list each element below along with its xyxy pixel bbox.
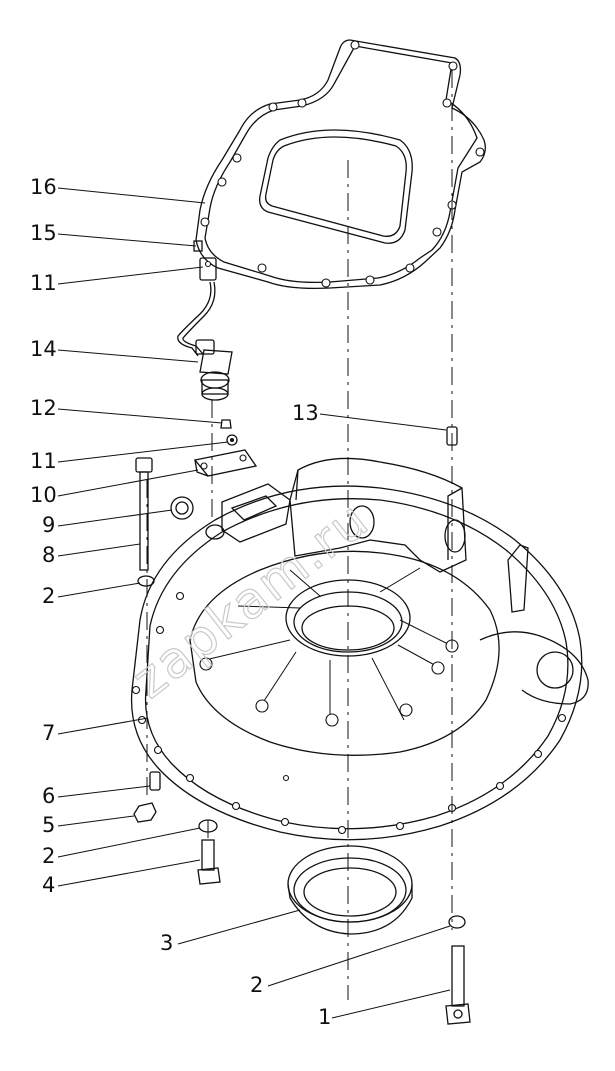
- plug: [170, 496, 194, 520]
- callout-4: 4: [42, 873, 55, 897]
- small-fasteners: [220, 419, 458, 446]
- callout-3: 3: [160, 931, 173, 955]
- callout-1: 1: [318, 1005, 331, 1029]
- sensor-assembly: [177, 240, 233, 401]
- gasket-plate: [195, 39, 486, 290]
- callout-2-lower: 2: [250, 973, 263, 997]
- callout-9: 9: [42, 513, 55, 537]
- callout-2-upper: 2: [42, 584, 55, 608]
- long-bolt: [135, 457, 153, 571]
- callout-11-lower: 11: [30, 449, 57, 473]
- callout-5: 5: [42, 813, 55, 837]
- callout-14: 14: [30, 337, 57, 361]
- lower-right-fasteners: [445, 915, 471, 1025]
- callout-6: 6: [42, 784, 55, 808]
- callout-2-middle: 2: [42, 844, 55, 868]
- callout-8: 8: [42, 543, 55, 567]
- svg-text:zapkam.ru: zapkam.ru: [122, 490, 380, 709]
- callout-7: 7: [42, 721, 55, 745]
- callout-11-upper: 11: [30, 271, 57, 295]
- callout-labels: 16 15 11 14 12 13 11 10 9 8 2 7 6 5 2 4 …: [30, 175, 331, 1029]
- seal-ring: [287, 845, 413, 935]
- watermark: zapkam.ru: [121, 489, 380, 710]
- callout-13: 13: [292, 401, 319, 425]
- callout-15: 15: [30, 221, 57, 245]
- callout-10: 10: [30, 483, 57, 507]
- leader-lines: [57, 187, 451, 1019]
- flywheel-housing: [130, 457, 589, 841]
- axis-lines: [146, 70, 453, 1000]
- callout-16: 16: [30, 175, 57, 199]
- bracket: [193, 449, 258, 477]
- callout-12: 12: [30, 396, 57, 420]
